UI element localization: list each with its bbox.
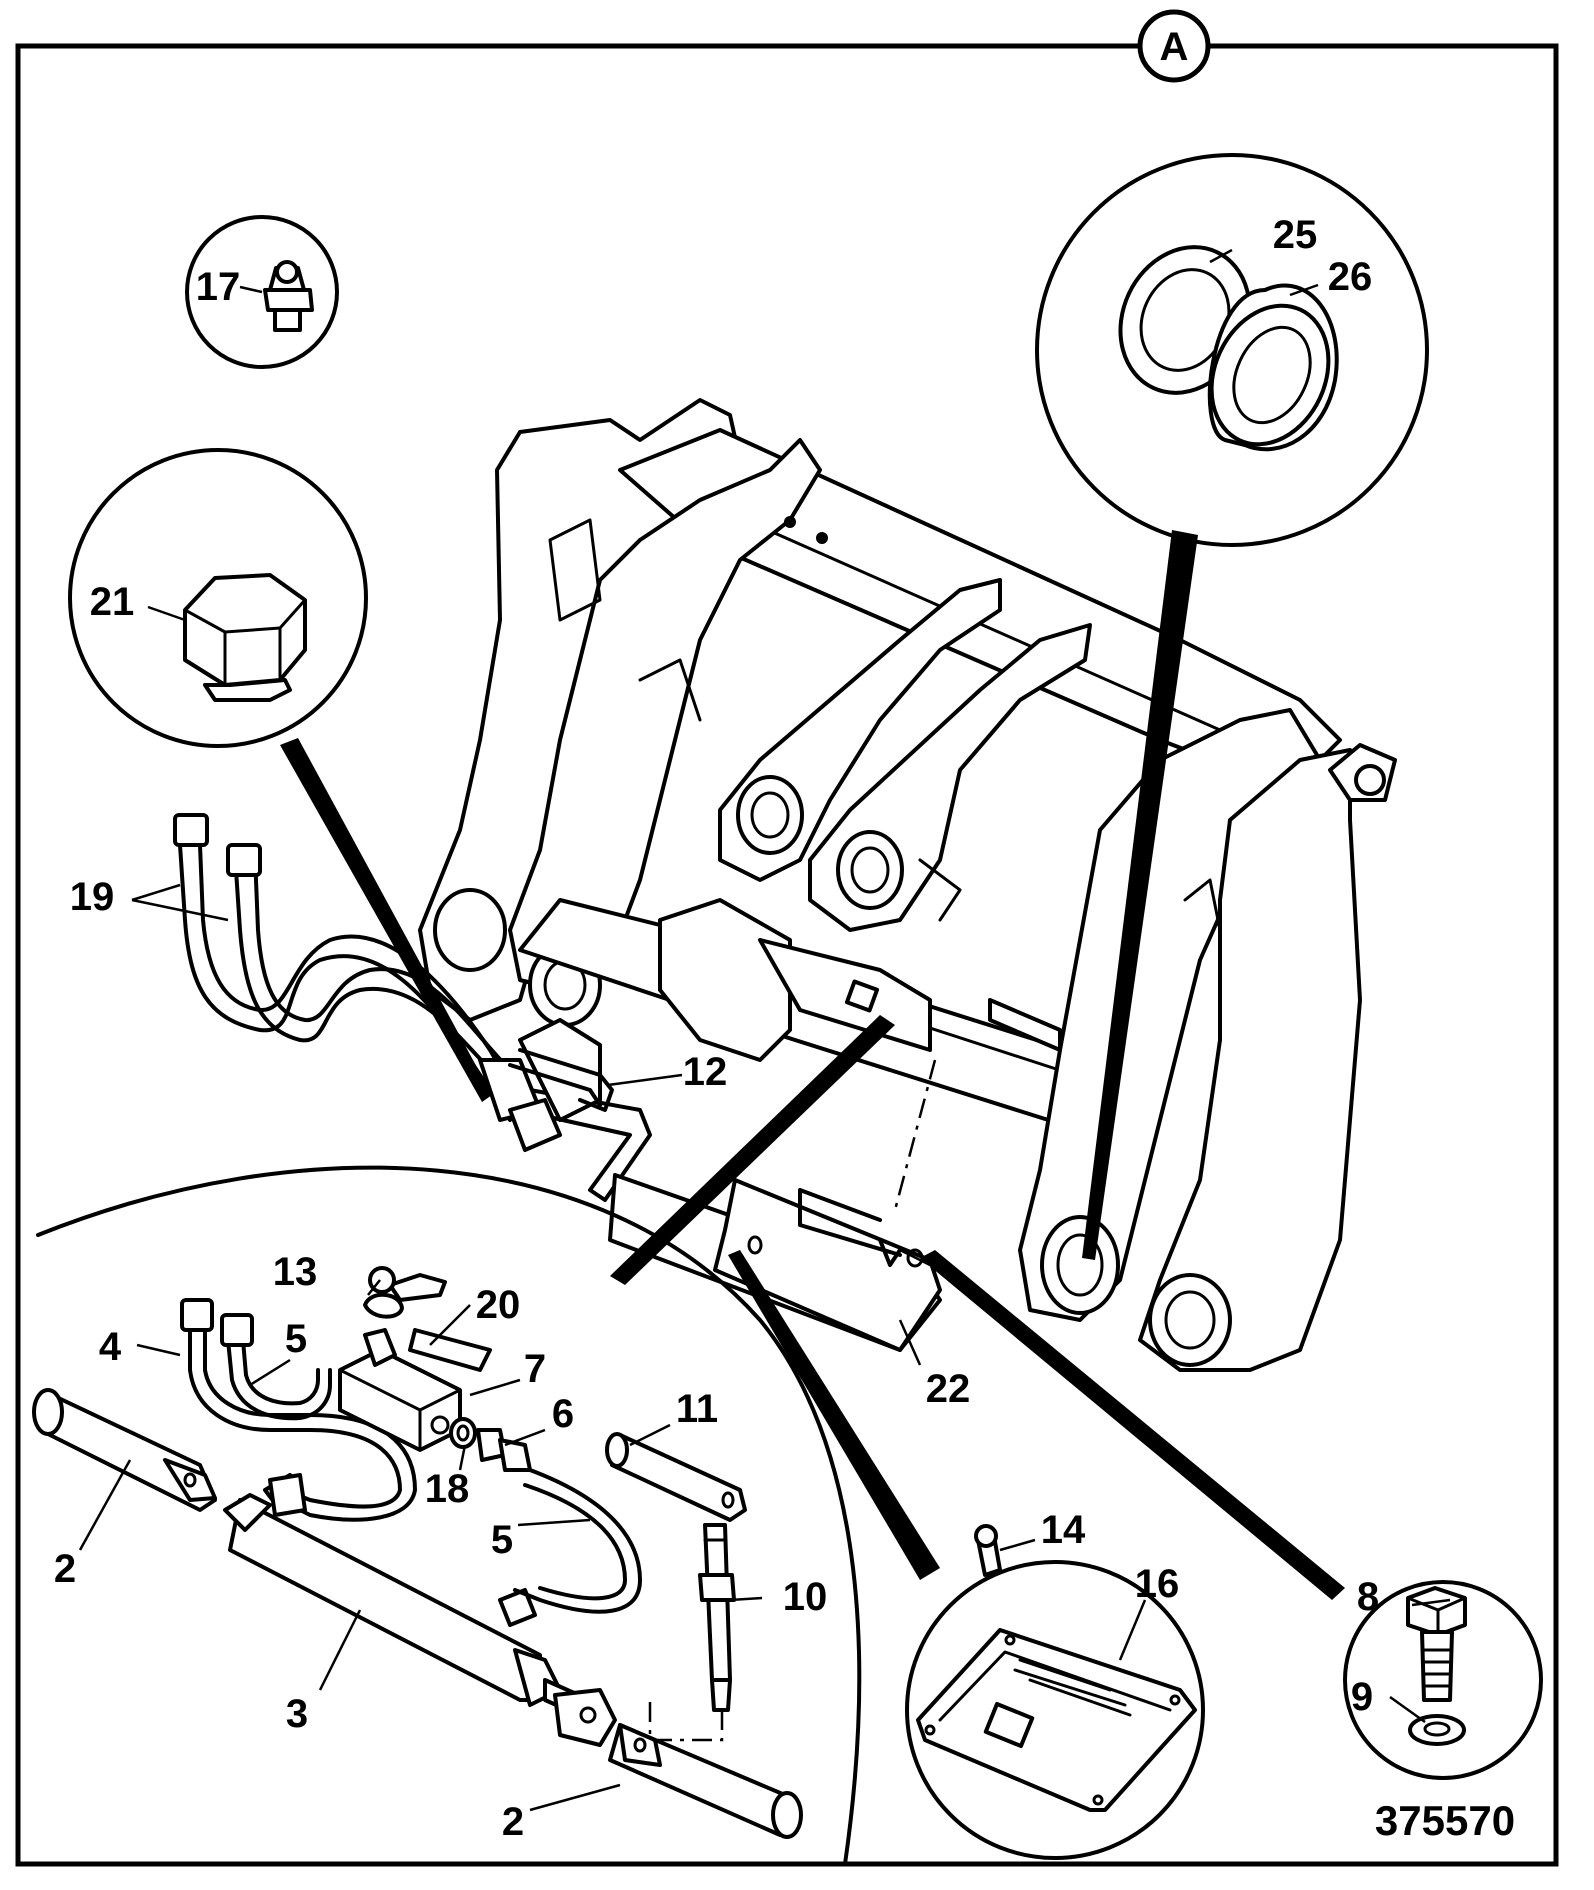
callout-leaders [78,248,1451,1812]
detail-circle-21 [68,448,368,748]
view-marker: A [1137,9,1211,83]
leader-wedge-arc [610,1015,895,1285]
valve-block-7 [338,1266,492,1452]
rod-10 [648,1523,736,1742]
fittings-6-18 [449,1417,532,1472]
leader-wedge-21 [280,738,492,1102]
drawing-number: 375570 [1375,1797,1515,1844]
callout-16: 16 [1135,1562,1180,1606]
leader-wedge-8-9 [920,1250,1345,1600]
callout-25: 25 [1273,213,1318,257]
callout-7: 7 [524,1347,546,1391]
callout-4: 4 [99,1325,122,1369]
detail-circle-25-26 [1035,153,1429,547]
callout-8: 8 [1357,1575,1379,1619]
callout-11: 11 [676,1387,718,1431]
view-marker-label: A [1160,25,1189,69]
callout-5b: 5 [491,1518,513,1562]
assembly-line [893,1059,937,1211]
callout-3: 3 [286,1692,308,1736]
callout-26: 26 [1328,255,1373,299]
callout-10: 10 [783,1575,828,1619]
callout-9: 9 [1351,1675,1373,1719]
callout-13: 13 [273,1250,318,1294]
callout-18: 18 [425,1467,470,1511]
callout-2b: 2 [502,1800,524,1844]
callout-20: 20 [476,1283,521,1327]
callout-12: 12 [683,1050,728,1094]
pin-2-upper [32,1388,217,1512]
callout-22: 22 [926,1367,971,1411]
callout-2a: 2 [54,1547,76,1591]
detail-circle-8-9 [1343,1580,1543,1780]
callout-17: 17 [196,265,241,309]
hoses-4-5 [180,1298,642,1614]
pin-11 [605,1432,747,1522]
callout-19: 19 [70,875,115,919]
callout-labels: 17 21 19 12 25 26 22 14 16 8 9 13 20 7 6… [54,213,1379,1844]
callout-6: 6 [552,1392,574,1436]
leader-wedge-25-26 [1082,530,1198,1260]
callout-21: 21 [90,580,135,624]
leader-wedge-14-16 [728,1250,940,1580]
callout-14: 14 [1041,1508,1086,1552]
clip-12 [508,1048,614,1112]
drawing-frame [15,43,1559,1867]
cylinder-3 [223,1473,617,1747]
pin-2-lower [608,1723,803,1839]
exploded-view-arc [36,1165,862,1866]
callout-5a: 5 [285,1317,307,1361]
